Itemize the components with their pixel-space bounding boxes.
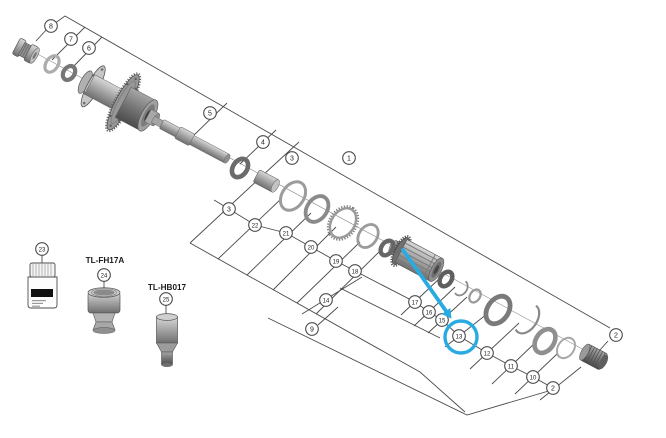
ring-part xyxy=(555,336,577,360)
ring-part xyxy=(513,303,541,335)
ring-part xyxy=(278,180,308,212)
svg-text:22: 22 xyxy=(252,223,259,229)
callout-5: 5 xyxy=(203,106,217,120)
svg-text:3: 3 xyxy=(290,155,294,162)
ring-part xyxy=(453,279,469,297)
tool-labels-layer: TL-FH17A TL-HB017 xyxy=(86,256,187,292)
callout-24: 24 xyxy=(97,268,111,282)
rings-layer xyxy=(43,54,577,360)
callout-2: 2 xyxy=(609,328,623,342)
ring-part xyxy=(532,326,558,356)
callout-7: 7 xyxy=(64,32,78,46)
callout-23: 23 xyxy=(35,242,49,256)
callout-2: 2 xyxy=(546,381,560,395)
callout-6: 6 xyxy=(82,41,96,55)
svg-text:12: 12 xyxy=(484,351,491,357)
svg-text:18: 18 xyxy=(352,269,359,275)
callout-12: 12 xyxy=(480,346,494,360)
svg-text:15: 15 xyxy=(439,318,446,324)
svg-text:7: 7 xyxy=(69,36,73,43)
svg-text:4: 4 xyxy=(261,139,265,146)
svg-text:17: 17 xyxy=(412,300,419,306)
tl-hb017-tool xyxy=(155,313,179,367)
callout-17: 17 xyxy=(408,295,422,309)
callout-16: 16 xyxy=(422,305,436,319)
highlight-arrow xyxy=(401,248,448,313)
callout-13: 13 xyxy=(452,329,466,343)
callout-3: 3 xyxy=(222,202,236,216)
jar-label-band xyxy=(31,289,53,297)
callout-21: 21 xyxy=(279,226,293,240)
ring-part xyxy=(356,223,380,249)
callout-20: 20 xyxy=(304,240,318,254)
highlight-layer xyxy=(401,248,479,355)
svg-text:13: 13 xyxy=(456,334,463,340)
ring-part xyxy=(378,238,396,258)
svg-text:11: 11 xyxy=(508,364,515,370)
tool-label: TL-HB017 xyxy=(148,283,187,292)
callout-15: 15 xyxy=(435,313,449,327)
ring-part xyxy=(468,288,482,304)
ring-part xyxy=(43,54,61,74)
parts-layer xyxy=(12,38,609,370)
callout-1: 1 xyxy=(342,151,356,165)
svg-text:8: 8 xyxy=(49,23,53,30)
ring-part xyxy=(328,207,358,239)
svg-text:19: 19 xyxy=(333,259,340,265)
ring-part xyxy=(229,156,251,180)
callout-18: 18 xyxy=(348,264,362,278)
callout-22: 22 xyxy=(248,218,262,232)
hub-shell-part xyxy=(77,65,161,133)
svg-text:9: 9 xyxy=(310,326,314,333)
callout-14: 14 xyxy=(319,293,333,307)
svg-text:20: 20 xyxy=(308,245,315,251)
highlight-arrowhead xyxy=(441,307,452,319)
end-cap-part xyxy=(12,38,40,64)
svg-text:25: 25 xyxy=(163,297,170,303)
tl-fh17a-tool xyxy=(87,287,121,334)
ring-part xyxy=(60,63,78,83)
callout-10: 10 xyxy=(526,370,540,384)
svg-text:24: 24 xyxy=(101,273,108,279)
svg-text:10: 10 xyxy=(530,375,537,381)
callout-19: 19 xyxy=(329,254,343,268)
callout-25: 25 xyxy=(159,292,173,306)
ring-part xyxy=(303,194,331,224)
svg-text:2: 2 xyxy=(551,385,555,392)
lock-nut-part xyxy=(579,343,609,370)
svg-text:6: 6 xyxy=(87,45,91,52)
svg-text:3: 3 xyxy=(227,206,231,213)
svg-text:5: 5 xyxy=(208,110,212,117)
leader-lines-layer xyxy=(29,15,611,416)
ring-part xyxy=(437,269,455,289)
callout-3: 3 xyxy=(285,151,299,165)
svg-text:1: 1 xyxy=(347,155,351,162)
axle-part xyxy=(150,115,231,164)
svg-text:2: 2 xyxy=(614,332,618,339)
callout-9: 9 xyxy=(305,322,319,336)
svg-text:16: 16 xyxy=(426,310,433,316)
svg-text:23: 23 xyxy=(39,247,46,253)
callout-4: 4 xyxy=(256,135,270,149)
highlight-circle xyxy=(443,319,479,355)
callout-11: 11 xyxy=(504,359,518,373)
svg-text:21: 21 xyxy=(283,231,290,237)
spacer-part xyxy=(253,170,280,193)
ring-part xyxy=(483,293,513,327)
svg-text:14: 14 xyxy=(323,298,330,304)
tool-label: TL-FH17A xyxy=(86,256,125,265)
grease-jar xyxy=(27,262,58,309)
callout-8: 8 xyxy=(44,19,58,33)
